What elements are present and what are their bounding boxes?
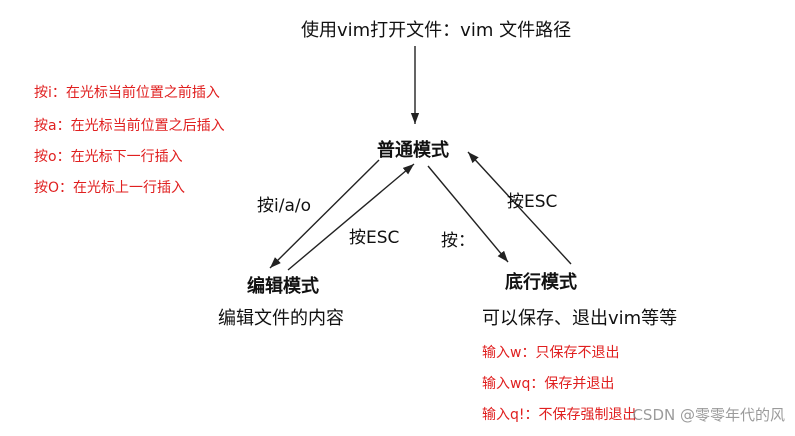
edit-mode-description: 编辑文件的内容 bbox=[218, 308, 344, 329]
node-normal-mode: 普通模式 bbox=[377, 140, 449, 161]
edge-label-to-bottom: 按： bbox=[441, 231, 475, 251]
edge-label-bottom-to-normal: 按ESC bbox=[507, 192, 558, 212]
bottom-note-wq: 输入wq：保存并退出 bbox=[482, 376, 615, 392]
bottom-note-w: 输入w：只保存不退出 bbox=[482, 345, 620, 361]
arrow-bottom-to-normal bbox=[467, 151, 572, 265]
bottom-mode-description: 可以保存、退出vim等等 bbox=[482, 308, 678, 329]
arrow-normal-to-edit bbox=[269, 159, 380, 269]
csdn-watermark: CSDN @零零年代的风 bbox=[632, 406, 785, 424]
diagram-title: 使用vim打开文件：vim 文件路径 bbox=[301, 20, 572, 41]
insert-note-a: 按a：在光标当前位置之后插入 bbox=[34, 118, 225, 134]
node-bottom-line-mode: 底行模式 bbox=[505, 272, 577, 293]
edge-label-to-edit: 按i/a/o bbox=[257, 196, 311, 216]
bottom-note-q: 输入q!：不保存强制退出 bbox=[482, 407, 637, 423]
node-edit-mode: 编辑模式 bbox=[247, 276, 319, 297]
edge-label-edit-to-normal: 按ESC bbox=[349, 228, 400, 248]
insert-note-o: 按o：在光标下一行插入 bbox=[34, 149, 183, 165]
insert-note-O: 按O：在光标上一行插入 bbox=[34, 180, 186, 196]
insert-note-i: 按i：在光标当前位置之前插入 bbox=[34, 85, 220, 101]
arrow-edit-to-normal bbox=[287, 163, 415, 271]
arrow-normal-to-bottom bbox=[427, 165, 509, 263]
